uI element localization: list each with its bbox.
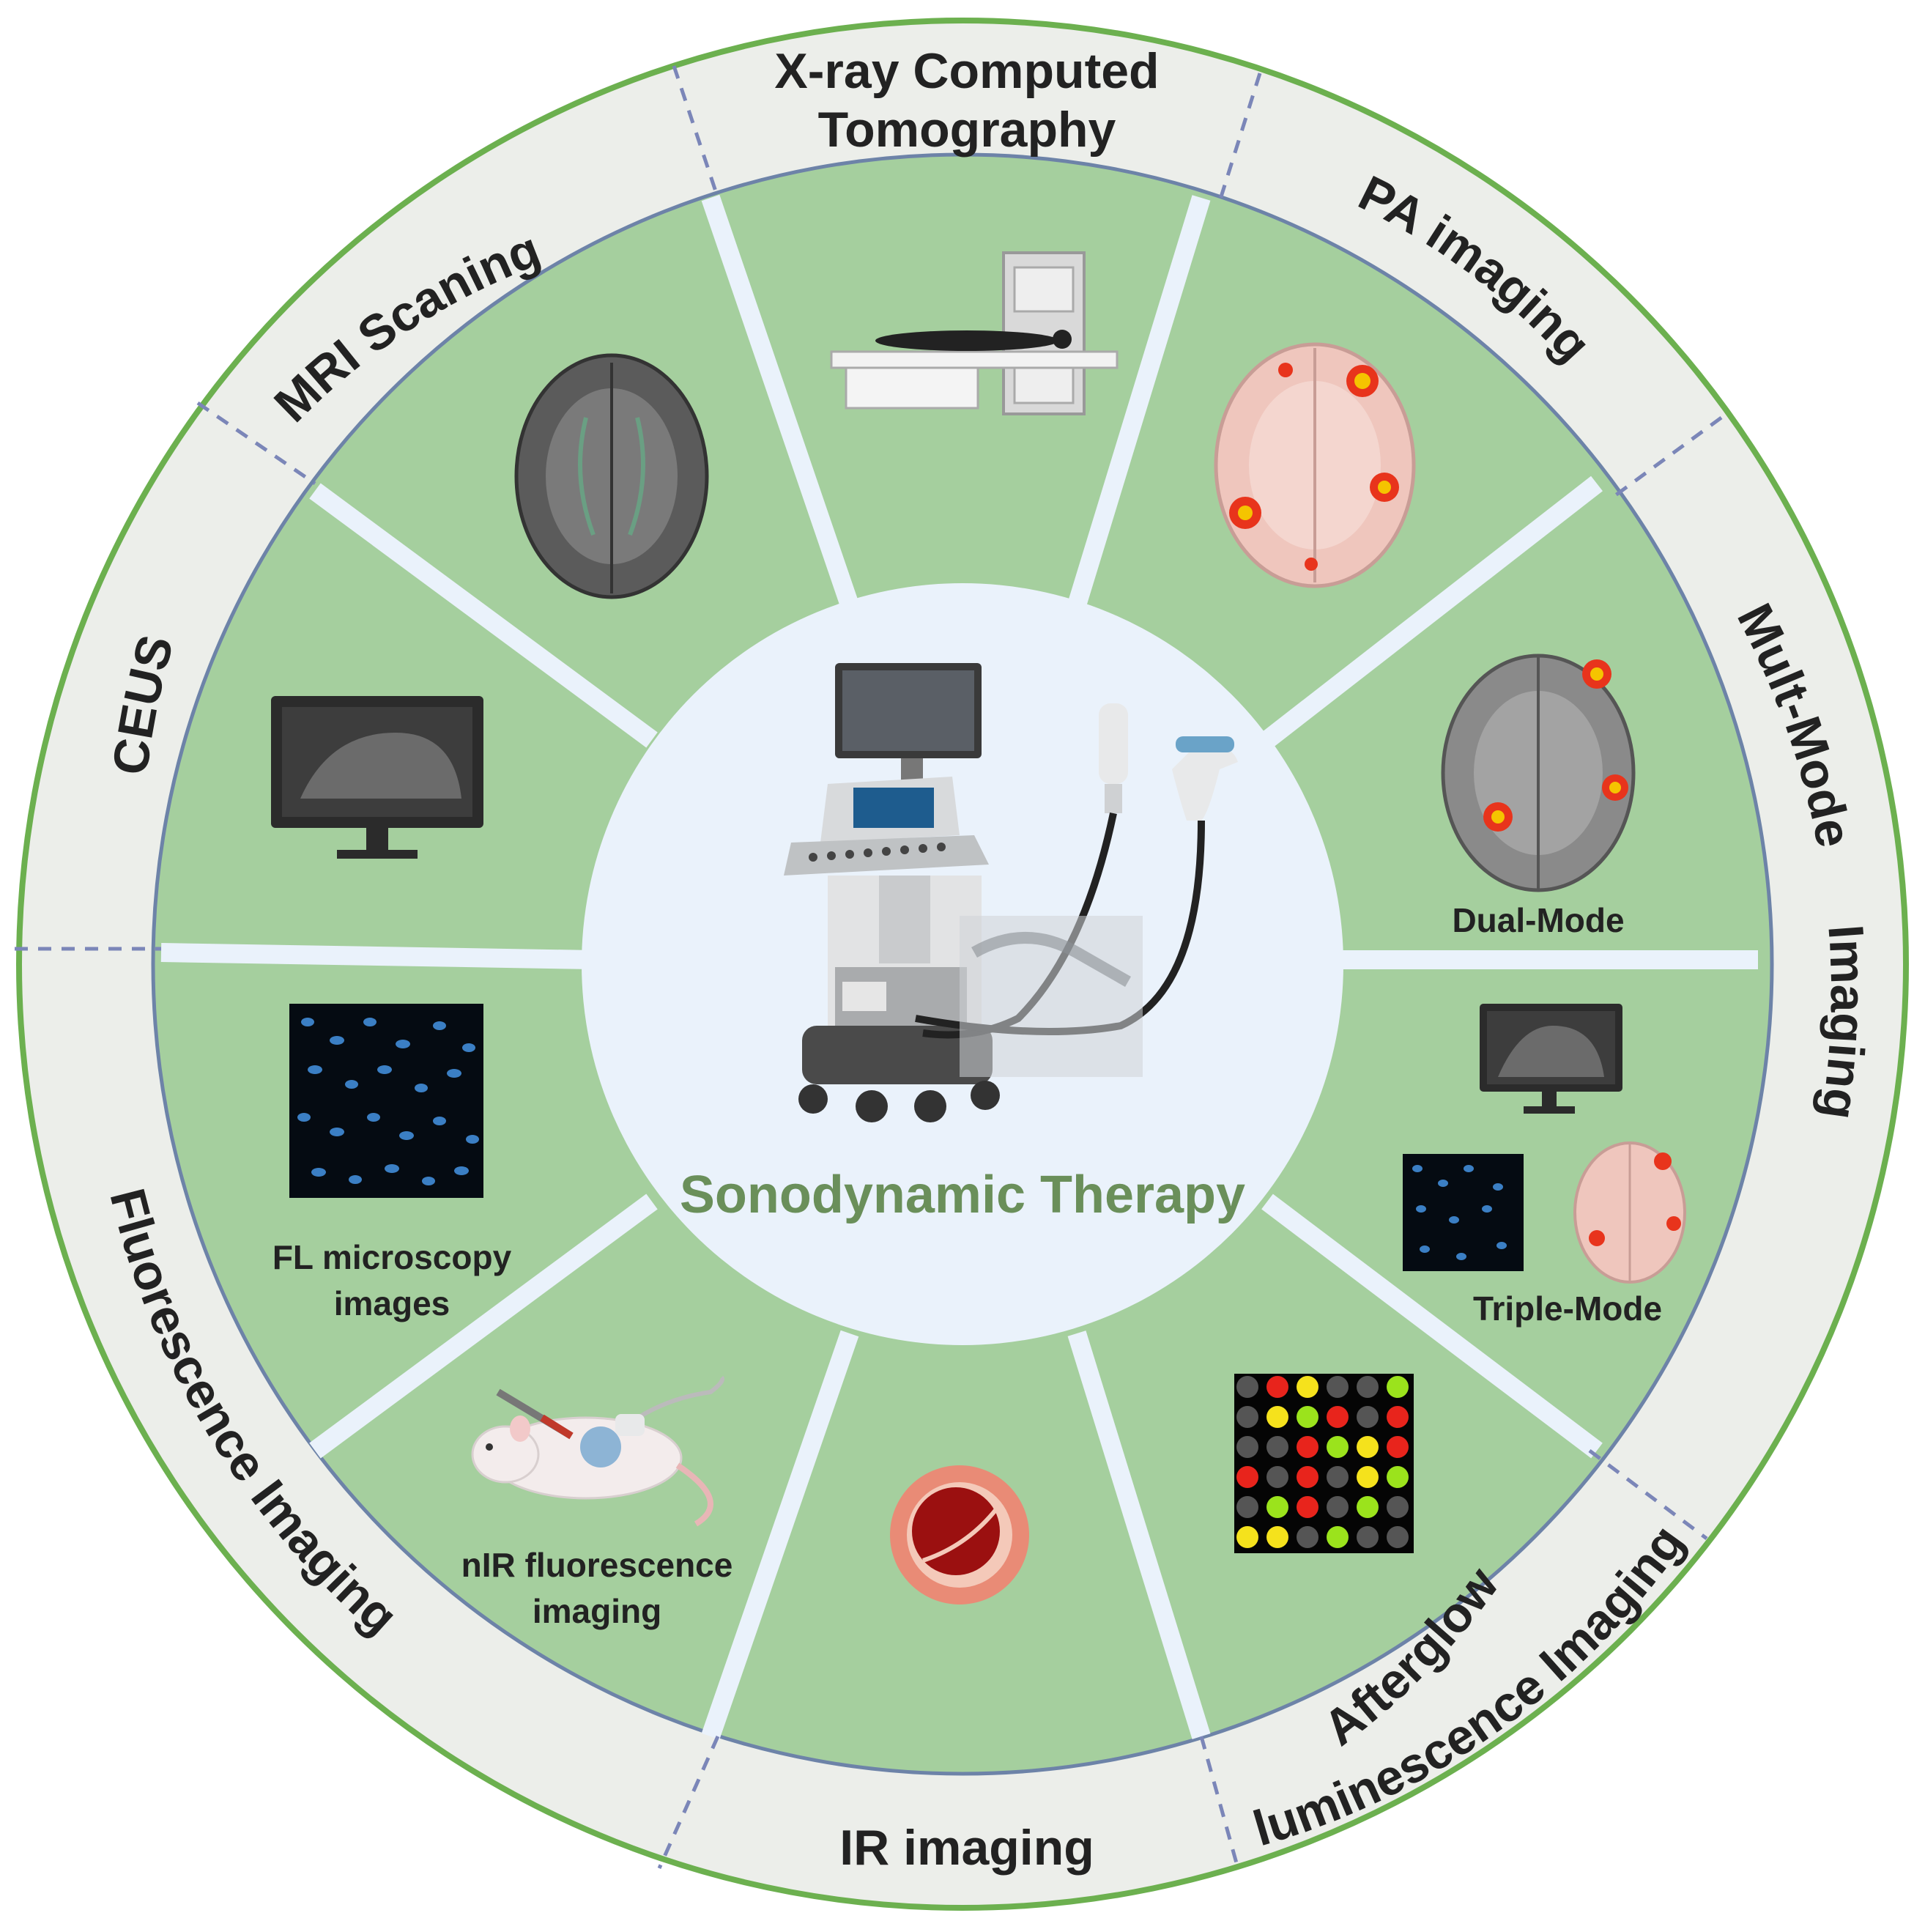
afterglow-dot: [1387, 1376, 1409, 1398]
afterglow-dot: [1266, 1436, 1288, 1458]
afterglow-dot: [1236, 1436, 1258, 1458]
afterglow-dot: [1357, 1466, 1379, 1488]
afterglow-dot: [1357, 1496, 1379, 1518]
ring-label-ir: IR imaging: [839, 1820, 1094, 1876]
ring-label-xray-line2: Tomography: [818, 102, 1116, 158]
afterglow-dot: [1236, 1466, 1258, 1488]
afterglow-dot: [1357, 1376, 1379, 1398]
afterglow-dot: [1236, 1526, 1258, 1548]
triple-mode-label: Triple-Mode: [1473, 1289, 1662, 1328]
afterglow-dot: [1387, 1406, 1409, 1428]
ct-scanner-icon: [830, 251, 1119, 415]
dual-mode-label: Dual-Mode: [1452, 901, 1624, 939]
ring-label-xray-line1: X-ray Computed: [774, 43, 1159, 99]
nir-label-line1: nIR fluorescence: [461, 1546, 733, 1584]
afterglow-dot: [1387, 1466, 1409, 1488]
afterglow-dot: [1266, 1376, 1288, 1398]
afterglow-dot: [1266, 1526, 1288, 1548]
afterglow-dot: [1327, 1526, 1349, 1548]
fl-microscopy-cells: [297, 1018, 479, 1185]
afterglow-dot: [1297, 1526, 1318, 1548]
fl-microscopy-label-line1: FL microscopy: [272, 1238, 512, 1276]
afterglow-dot: [1327, 1436, 1349, 1458]
afterglow-dot: [1297, 1376, 1318, 1398]
afterglow-dots: [1236, 1376, 1409, 1548]
ultrasound-machine-icon: [784, 663, 1238, 1122]
afterglow-dot: [1357, 1526, 1379, 1548]
svg-text:Imaging: Imaging: [1811, 923, 1877, 1123]
afterglow-dot: [1297, 1496, 1318, 1518]
ring-dividers: [15, 65, 1723, 1870]
nir-label-line2: imaging: [533, 1592, 661, 1630]
sector-dividers: [160, 194, 1758, 1740]
center-title: Sonodynamic Therapy: [680, 1166, 1245, 1224]
triple-mode-icons: [1403, 1004, 1686, 1284]
afterglow-dot: [1297, 1436, 1318, 1458]
afterglow-dot: [1327, 1466, 1349, 1488]
brain-mri-icon: [514, 353, 709, 599]
afterglow-dot: [1236, 1376, 1258, 1398]
afterglow-dot: [1387, 1496, 1409, 1518]
afterglow-dot: [1327, 1406, 1349, 1428]
afterglow-dot: [1357, 1406, 1379, 1428]
afterglow-dot: [1236, 1406, 1258, 1428]
afterglow-dot: [1266, 1466, 1288, 1488]
fl-microscopy-icon: [289, 1004, 483, 1198]
afterglow-dot: [1266, 1406, 1288, 1428]
afterglow-dot: [1297, 1406, 1318, 1428]
afterglow-dot: [1266, 1496, 1288, 1518]
afterglow-dot: [1387, 1436, 1409, 1458]
brain-dual-mode-icon: [1441, 654, 1636, 892]
ring-label-imaging: Imaging: [1811, 923, 1877, 1123]
afterglow-dot: [1387, 1526, 1409, 1548]
afterglow-dot: [1236, 1496, 1258, 1518]
afterglow-dot: [1327, 1496, 1349, 1518]
vessel-cross-section-icon: [890, 1465, 1029, 1605]
brain-pa-icon: [1214, 342, 1416, 588]
mouse-injection-icon: [471, 1375, 724, 1527]
afterglow-dot: [1357, 1436, 1379, 1458]
afterglow-dot: [1327, 1376, 1349, 1398]
afterglow-dot-grid-icon: [1234, 1374, 1414, 1553]
ceus-monitor-icon: [271, 696, 483, 859]
afterglow-dot: [1297, 1466, 1318, 1488]
fl-microscopy-label-line2: images: [334, 1284, 450, 1322]
